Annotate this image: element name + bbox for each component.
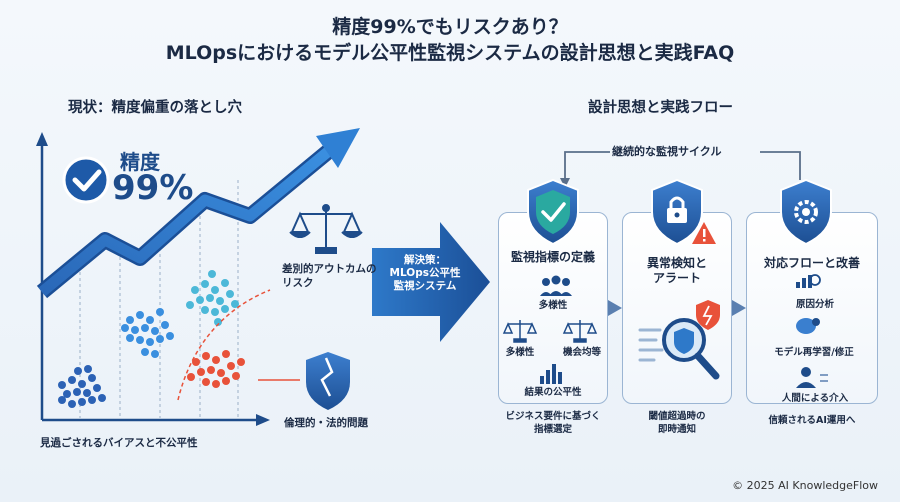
title-line-1: 精度99%でもリスクあり？ [332,16,568,38]
panel1-item-diversity: 多様性 [538,300,568,311]
accuracy-label: 精度 [120,150,160,174]
panel1-title: 監視指標の定義 [510,250,595,264]
panel3-item-retrain: モデル再学習/修正 [774,347,854,358]
check-badge-icon [62,156,110,204]
lock-shield-icon [651,178,703,246]
bias-label: 見過ごされるバイアスと不公平性 [40,437,198,449]
scatter-cluster-dark [58,365,106,408]
copyright: © 2025 AI KnowledgeFlow [732,479,878,492]
gear-shield-icon [780,178,832,246]
panel-response-flow [746,212,878,404]
scales-icon [289,204,363,254]
solution-arrow [372,222,490,342]
panel1-item-diversity-2: 多様性 [505,347,535,358]
panel1-item-outcome-fairness: 結果の公平性 [524,387,582,398]
broken-shield-icon [306,352,350,410]
panel3-item-root-cause: 原因分析 [795,299,834,310]
scatter-cluster-red [187,350,245,388]
right-heading: 設計思想と実践フロー [588,100,733,116]
panel3-item-human: 人間による介入 [781,393,849,404]
risk-label: 差別的アウトカムの リスク [282,263,377,289]
cycle-label: 継続的な監視サイクル [612,145,722,158]
shield-check-icon [527,178,579,246]
panel3-caption: 信頼されるAI運用へ [768,415,856,426]
solution-label: 解決策： MLOps公平性 監視システム [389,254,461,292]
brain-icon [796,318,820,334]
people-icon [540,275,572,296]
trend-arrow [36,128,360,299]
alert-shield-icon [696,300,720,330]
warning-icon [692,222,716,244]
accuracy-value: 99% [112,168,194,208]
scatter-cluster-teal [186,270,239,326]
panel3-title: 対応フローと改善 [763,256,860,270]
panel2-title: 異常検知と アラート [646,256,707,285]
page-title: 精度99%でもリスクあり？ MLOpsにおけるモデル公平性監視システムの設計思想… [0,14,900,66]
cycle-arrow [560,151,801,188]
balance-scale-icon [562,320,598,343]
bar-chart-icon [540,364,562,384]
dashboard-lines [638,328,664,362]
analysis-icon [796,274,821,288]
legal-label: 倫理的・法的問題 [284,417,368,429]
panel2-caption: 閾値超過時の 即時通知 [648,411,706,435]
title-line-2: MLOpsにおけるモデル公平性監視システムの設計思想と実践FAQ [165,42,735,64]
flow-arrows [608,300,746,316]
scatter-cluster-blue [121,308,174,358]
magnifier-icon [662,318,720,380]
bias-boundary [177,289,271,401]
left-axes [36,132,270,426]
scales-small-icon [502,320,538,343]
left-heading: 現状：精度偏重の落とし穴 [68,100,242,116]
person-icon [796,367,828,388]
panel1-caption: ビジネス要件に基づく 指標選定 [505,411,601,435]
panel1-item-equal-opportunity: 機会均等 [562,347,601,358]
